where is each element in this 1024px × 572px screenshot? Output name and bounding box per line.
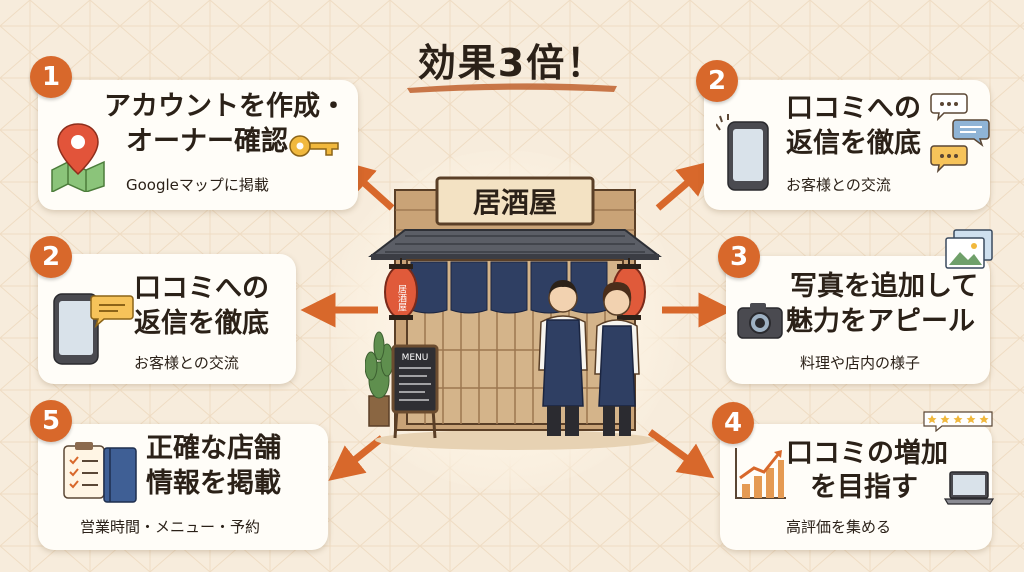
step-badge: 1: [30, 56, 72, 98]
title-brush-underline: [407, 83, 617, 93]
notebook-icon: [103, 447, 137, 503]
arrow-to-card-1: [338, 160, 395, 211]
camera-icon: [737, 303, 783, 339]
step-badge: 3: [718, 236, 760, 278]
card-increase-reviews: [720, 424, 992, 550]
card-2l-line2: 返信を徹底: [134, 308, 269, 339]
card-2l-line1: 口コミへの: [134, 273, 269, 304]
card-5-sub: 営業時間・メニュー・予約: [80, 518, 261, 536]
card-1-sub: Googleマップに掲載: [126, 176, 269, 194]
card-2r-sub: お客様との交流: [786, 176, 891, 194]
map-pin-icon: [51, 123, 105, 192]
izakaya-storefront-illustration: 居酒屋 居酒屋 MENU: [365, 176, 662, 450]
card-1-line1: アカウントを作成・: [104, 91, 347, 122]
card-3-sub: 料理や店内の様子: [800, 354, 921, 372]
key-icon: [289, 135, 339, 157]
card-4-sub: 高評価を集める: [786, 518, 892, 536]
card-3-line1: 写真を追加して: [790, 271, 979, 302]
laptop-icon: [944, 471, 994, 505]
lantern-text: 居酒屋: [396, 284, 407, 312]
card-2r-line2: 返信を徹底: [786, 128, 921, 159]
smartphone-icon: [53, 293, 99, 365]
clipboard-icon: [63, 442, 105, 499]
menu-board-text: MENU: [402, 353, 429, 363]
chat-bubble-icon: [90, 295, 134, 328]
arrow-to-card-4: [647, 429, 715, 479]
page-title: 効果3倍！: [417, 41, 607, 85]
chat-bubble-icon: [930, 93, 990, 174]
card-2r-line1: 口コミへの: [786, 93, 921, 124]
step-badge: 5: [30, 400, 72, 442]
card-5-line1: 正確な店舗: [146, 433, 281, 464]
bar-chart-icon: [735, 448, 786, 499]
photo-icon: [945, 229, 993, 269]
card-3-line2: 魅力をアピール: [786, 306, 975, 337]
smartphone-icon: [716, 114, 769, 191]
staff-woman: [594, 282, 640, 436]
card-1-line2: オーナー確認: [126, 126, 288, 157]
staff-man: [538, 280, 588, 436]
card-4-line1: 口コミの増加: [786, 438, 948, 469]
star-rating-icon: [923, 411, 993, 432]
step-badge: 2: [30, 236, 72, 278]
card-4-line2: を目指す: [810, 472, 918, 503]
arrow-to-card-2-right: [655, 160, 714, 211]
step-badge: 2: [696, 60, 738, 102]
step-badge: 4: [712, 402, 754, 444]
shop-sign-text: 居酒屋: [473, 186, 557, 219]
arrow-to-card-5: [328, 435, 385, 481]
card-5-line2: 情報を掲載: [146, 468, 281, 499]
card-2l-sub: お客様との交流: [134, 354, 239, 372]
